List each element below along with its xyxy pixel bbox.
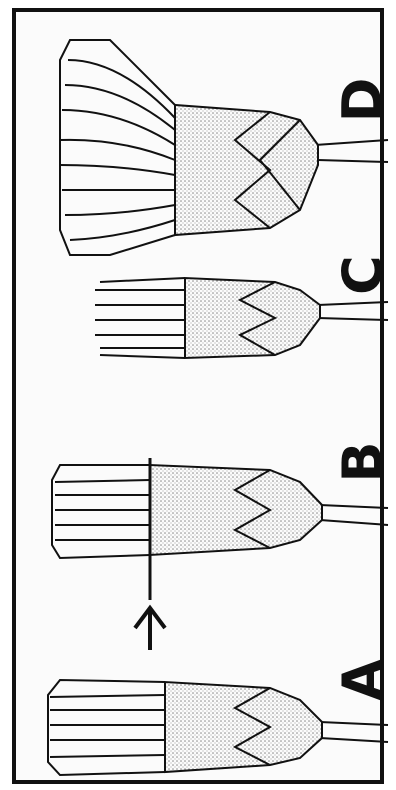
panel-label-b: B [332,432,392,492]
panel-label-c: C [332,245,392,305]
panel-label-d: D [332,70,392,130]
panel-label-a: A [332,650,392,710]
